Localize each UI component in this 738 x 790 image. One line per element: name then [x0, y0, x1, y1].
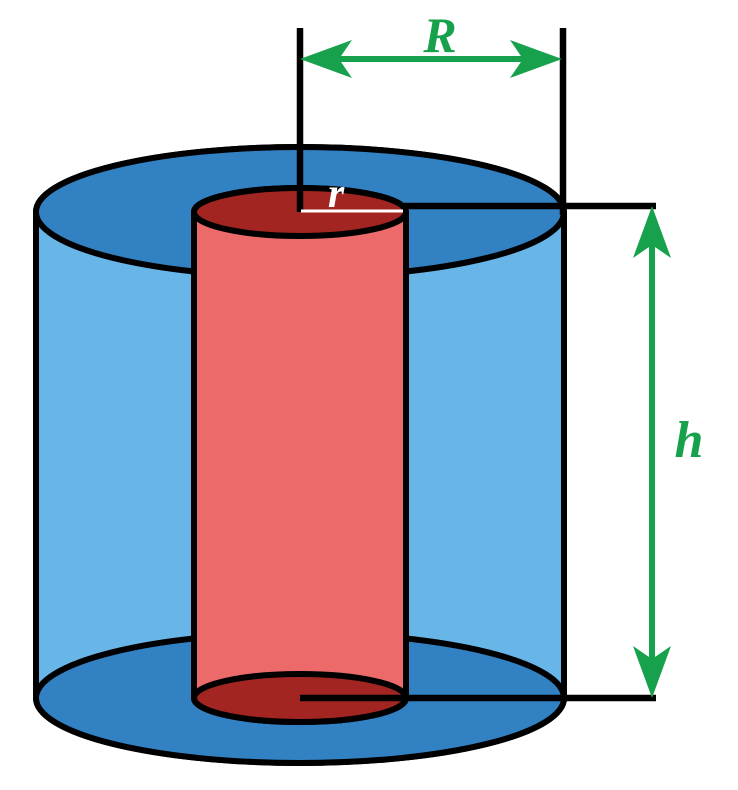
outer-radius-arrowhead-left	[300, 40, 352, 78]
height-arrowhead-top	[633, 206, 671, 258]
inner-cylinder-wall	[191, 185, 409, 725]
height-label: h	[675, 412, 704, 469]
outer-radius-arrowhead-right	[510, 40, 562, 78]
outer-radius-label: R	[422, 7, 456, 63]
height-dimension-arrow	[633, 206, 671, 698]
height-arrowhead-bottom	[633, 646, 671, 698]
outer-radius-dimension-arrow	[300, 40, 562, 78]
inner-radius-label: r	[328, 171, 345, 217]
